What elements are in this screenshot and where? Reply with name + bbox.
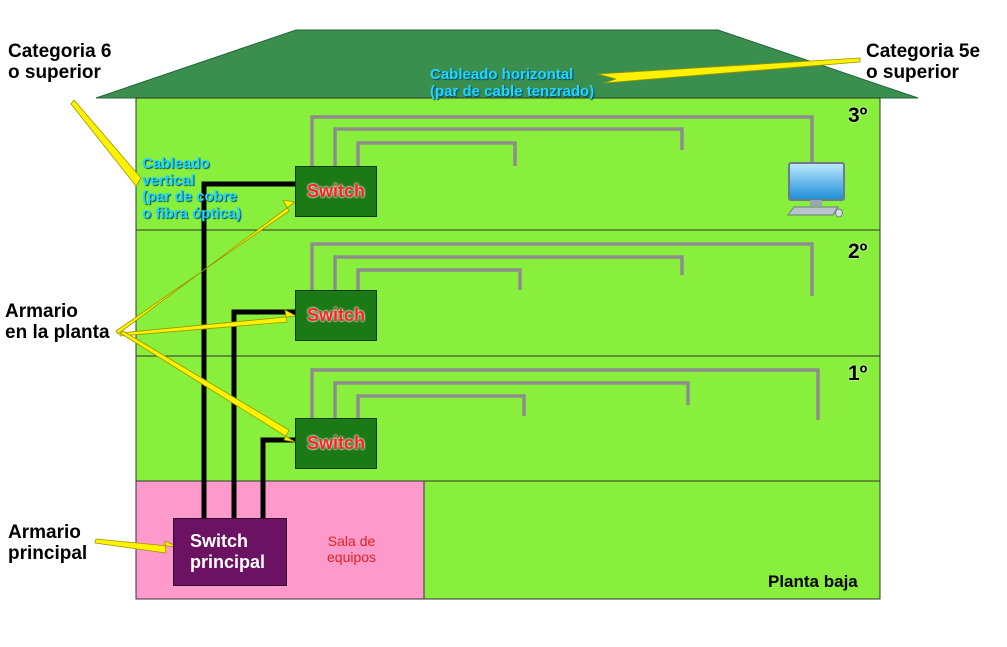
floor-2-label: 2º: [848, 240, 868, 263]
floor-3: [135, 97, 881, 231]
horizontal-line1: Cableado horizontal: [430, 66, 574, 83]
arrow-cat5e: [597, 57, 861, 84]
horizontal-cabling-label: Cableado horizontal (par de cable tenzra…: [430, 66, 595, 100]
callout-cat5e: Categoria 5e o superior: [866, 41, 980, 84]
horizontal-cabling: [310, 115, 820, 420]
ground-floor-label: Planta baja: [768, 572, 858, 591]
horizontal-line2: (par de cable tenzrado): [430, 82, 595, 100]
main-switch: Switch principal: [173, 518, 287, 586]
equipment-room-label: Sala de equipos: [327, 533, 376, 565]
floor-1: [135, 355, 881, 482]
equipment-room-line1: Sala de: [327, 533, 376, 549]
switch-label: Switch: [306, 433, 365, 453]
callout-main-cabinet: Armario principal: [8, 522, 87, 565]
vertical-line2: vertical: [142, 171, 195, 189]
arrow-floor-2: [119, 309, 297, 337]
floor-3-switch: Switch: [295, 166, 377, 217]
computer-icon: [787, 162, 845, 218]
floor-2-switch: Switch: [295, 290, 377, 341]
arrow-floor-3: [115, 199, 296, 335]
switch-label: Switch: [306, 305, 365, 325]
floor-3-label: 3º: [848, 104, 868, 127]
floor-cabinet-line2: en la planta: [5, 322, 110, 344]
vertical-line3: (par de cobre: [142, 188, 238, 205]
cat5e-line1: Categoria 5e: [866, 41, 981, 62]
floor-1-label: 1º: [848, 362, 868, 385]
floor-cabinet-line1: Armario: [5, 301, 78, 322]
equipment-room-line2: equipos: [327, 549, 377, 566]
callout-arrows: [70, 57, 861, 554]
arrow-main: [94, 538, 179, 554]
main-cabinet-line1: Armario: [8, 522, 81, 543]
floor-1-switch: Switch: [295, 418, 377, 469]
cat6-line1: Categoria 6: [8, 41, 112, 62]
vertical-line1: Cableado: [142, 155, 210, 172]
callout-cat6: Categoria 6 o superior: [8, 41, 111, 84]
arrow-cat6: [70, 99, 142, 187]
main-cabinet-line2: principal: [8, 543, 88, 565]
switch-label: Switch: [306, 181, 365, 201]
vertical-line4: o fibra óptica): [142, 204, 242, 222]
cat6-line2: o superior: [8, 62, 101, 84]
main-switch-line2: principal: [190, 552, 266, 572]
callout-floor-cabinet: Armario en la planta: [5, 301, 110, 344]
floor-2: [135, 229, 881, 357]
main-switch-line1: Switch: [190, 531, 249, 552]
vertical-cabling-label: Cableado vertical (par de cobre o fibra …: [142, 155, 242, 222]
cat5e-line2: o superior: [866, 62, 959, 84]
arrow-floor-1: [119, 330, 296, 443]
